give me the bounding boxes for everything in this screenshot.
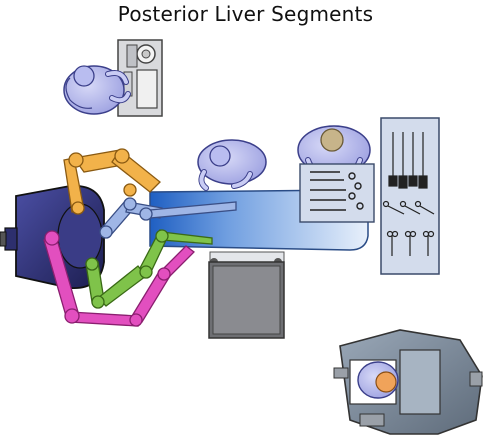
patient-cart-robot-icon [0, 148, 237, 327]
anesthesiologist-icon [63, 65, 131, 115]
instrument-board-icon [380, 117, 440, 275]
surgeon-console-icon [333, 329, 483, 435]
diagram-title: Posterior Liver Segments [117, 2, 374, 26]
bedside-assistant-icon [197, 139, 267, 191]
instrument-tray-icon [299, 163, 375, 223]
